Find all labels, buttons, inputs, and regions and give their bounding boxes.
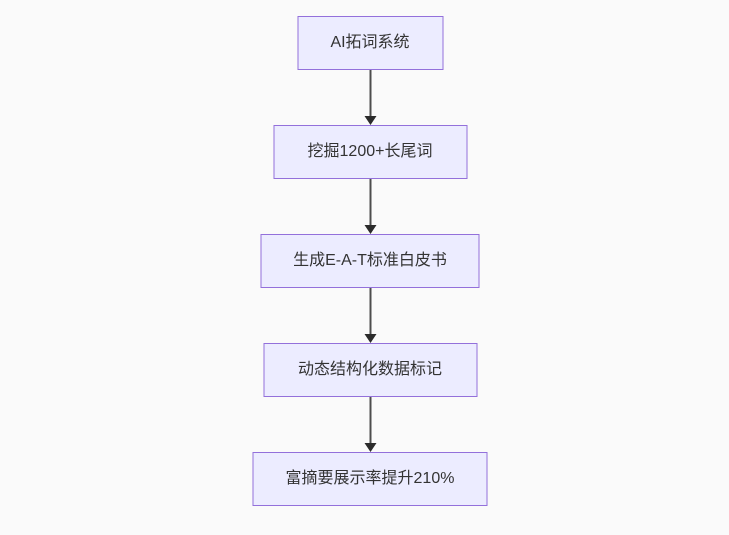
flow-edge-4 <box>364 397 376 452</box>
flow-edge-2 <box>364 179 376 234</box>
arrow-down-icon <box>364 334 376 343</box>
flow-node-structured-data: 动态结构化数据标记 <box>263 343 477 397</box>
arrow-line <box>369 70 371 117</box>
flow-node-longtail-mining: 挖掘1200+长尾词 <box>273 125 467 179</box>
flow-node-label: 动态结构化数据标记 <box>297 361 442 378</box>
flow-edge-1 <box>364 70 376 125</box>
flow-edge-3 <box>364 288 376 343</box>
flow-node-label: AI拓词系统 <box>330 34 410 51</box>
flow-node-label: 生成E-A-T标准白皮书 <box>293 252 447 269</box>
flow-node-label: 挖掘1200+长尾词 <box>307 143 433 160</box>
arrow-down-icon <box>364 225 376 234</box>
arrow-down-icon <box>364 443 376 452</box>
flowchart: AI拓词系统 挖掘1200+长尾词 生成E-A-T标准白皮书 动态结构化数据标记 <box>252 16 488 506</box>
flow-node-rich-snippet-result: 富摘要展示率提升210% <box>252 452 488 506</box>
arrow-line <box>369 179 371 226</box>
flow-node-eat-whitepaper: 生成E-A-T标准白皮书 <box>260 234 480 288</box>
flow-node-label: 富摘要展示率提升210% <box>285 470 455 487</box>
arrow-line <box>369 288 371 335</box>
arrow-down-icon <box>364 116 376 125</box>
arrow-line <box>369 397 371 444</box>
flow-node-ai-word-system: AI拓词系统 <box>297 16 443 70</box>
